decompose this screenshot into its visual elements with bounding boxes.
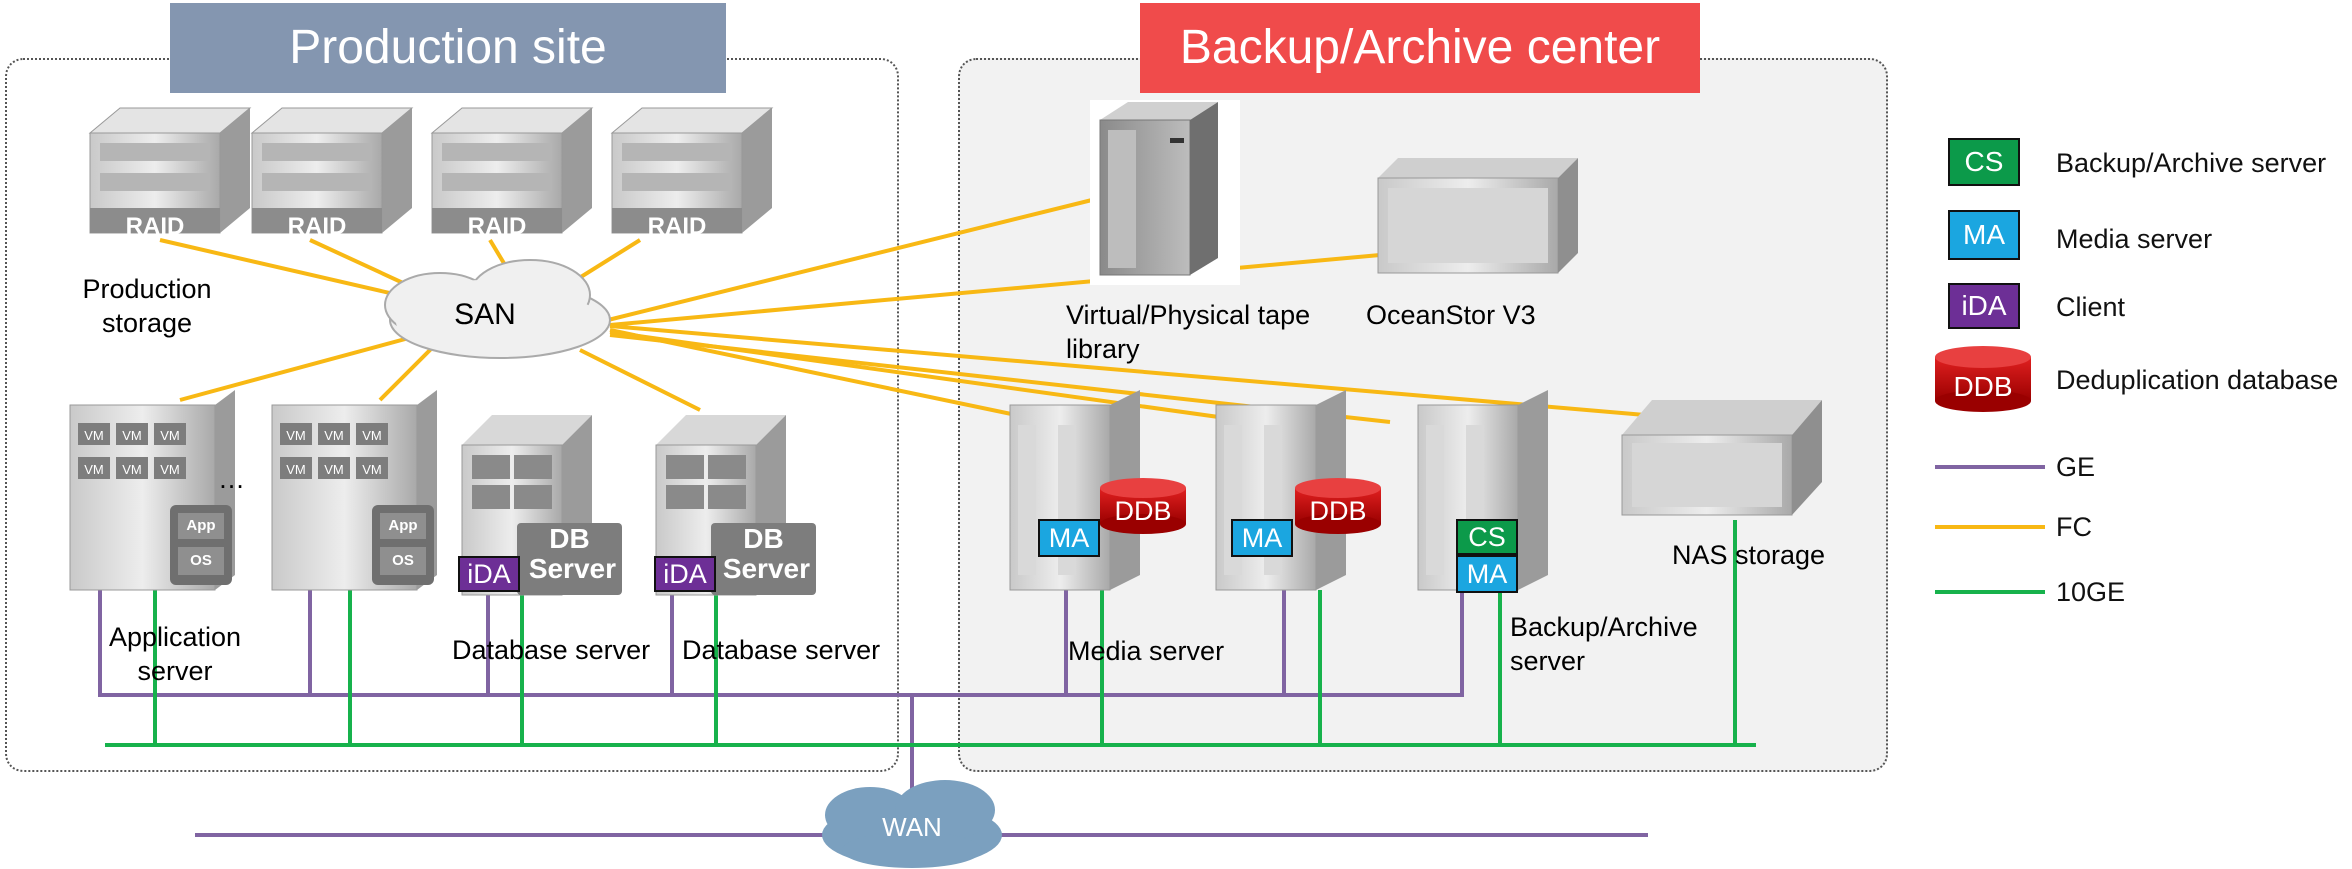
database-server-label: Database server	[682, 635, 881, 665]
more-servers-ellipsis: …	[218, 464, 245, 494]
vm-label: VM	[84, 462, 104, 477]
fc-line	[609, 324, 1646, 417]
san-label: SAN	[454, 298, 516, 331]
ddb-cylinder-2	[1295, 478, 1381, 534]
raid-label: RAID	[647, 213, 707, 240]
fc-line	[609, 253, 1381, 327]
fc-line	[179, 333, 421, 402]
ida-tag: iDA	[458, 556, 520, 592]
os-label: OS	[190, 552, 212, 569]
tape-library	[1090, 100, 1240, 285]
backup-server-line2: server	[1510, 646, 1586, 676]
tenge-links	[105, 520, 1756, 747]
tape-library-line1: Virtual/Physical tape	[1066, 300, 1311, 330]
application-server-1	[69, 390, 235, 591]
ma-tag: MA	[1456, 555, 1518, 593]
db-label-line1: DB	[549, 523, 590, 554]
ma-tag: MA	[1231, 519, 1293, 557]
legend-fc-label: FC	[2056, 512, 2092, 542]
legend-ma-tag: MA	[1948, 210, 2020, 260]
production-storage-line2: storage	[101, 308, 193, 338]
raid-storage-group	[88, 107, 774, 234]
application-server-2	[271, 390, 437, 591]
cs-tag: CS	[1456, 519, 1518, 555]
ddb-cylinder-1	[1100, 478, 1186, 534]
san-cloud-shape	[384, 259, 611, 359]
legend-ddb-cylinder	[1935, 346, 2031, 412]
fc-line	[599, 196, 1101, 324]
raid-unit	[610, 107, 774, 234]
ddb-label: DDB	[1114, 496, 1172, 526]
db-label-line2: Server	[528, 553, 616, 584]
tape-library-line2: library	[1066, 334, 1140, 364]
application-server-line2: server	[137, 656, 213, 686]
fc-line	[579, 348, 701, 412]
vm-label: VM	[362, 428, 382, 443]
application-server-label: Application server	[90, 620, 260, 688]
legend-cs-label: Backup/Archive server	[2056, 148, 2327, 178]
app-label: App	[388, 517, 418, 534]
raid-unit	[250, 107, 414, 234]
production-storage-label: Production storage	[62, 272, 232, 340]
legend-ddb-label: Deduplication database	[2056, 365, 2339, 395]
media-server-label: Media server	[1068, 636, 1225, 666]
legend-cs-tag: CS	[1948, 138, 2020, 186]
backup-center-banner: Backup/Archive center	[1140, 3, 1700, 93]
vm-label: VM	[84, 428, 104, 443]
legend-ida-tag: iDA	[1948, 283, 2020, 329]
production-storage-line1: Production	[82, 274, 212, 304]
legend-ddb-tag: DDB	[1953, 371, 2013, 402]
os-label: OS	[392, 552, 414, 569]
vm-label: VM	[160, 428, 180, 443]
nas-storage-device	[1621, 400, 1822, 516]
oceanstor-device	[1377, 158, 1578, 274]
backup-server-line1: Backup/Archive	[1510, 612, 1698, 642]
legend-ge-label: GE	[2056, 452, 2096, 482]
ddb-label: DDB	[1309, 496, 1367, 526]
raid-label: RAID	[287, 213, 347, 240]
vm-label: VM	[160, 462, 180, 477]
nas-storage-label: NAS storage	[1672, 540, 1826, 570]
vm-label: VM	[324, 428, 344, 443]
raid-label: RAID	[125, 213, 185, 240]
wan-cloud-shape	[822, 780, 1002, 868]
vm-label: VM	[122, 462, 142, 477]
raid-unit	[88, 107, 252, 234]
oceanstor-label: OceanStor V3	[1366, 300, 1536, 330]
app-label: App	[186, 517, 216, 534]
legend-10ge-label: 10GE	[2056, 577, 2126, 607]
ida-tag: iDA	[654, 556, 716, 592]
database-server-label: Database server	[452, 635, 651, 665]
tape-library-label: Virtual/Physical tape library	[1066, 298, 1310, 366]
application-server-line1: Application	[108, 622, 242, 652]
legend-ida-label: Client	[2056, 292, 2126, 322]
raid-label: RAID	[467, 213, 527, 240]
db-server-badge: DB Server	[711, 524, 816, 584]
production-site-banner: Production site	[170, 3, 726, 93]
wan-label: WAN	[882, 812, 942, 842]
vm-label: VM	[286, 462, 306, 477]
db-server-2	[655, 415, 816, 596]
vm-label: VM	[362, 462, 382, 477]
legend-ma-label: Media server	[2056, 224, 2213, 254]
fc-line	[159, 238, 421, 302]
raid-unit	[430, 107, 594, 234]
vm-label: VM	[122, 428, 142, 443]
vm-label: VM	[286, 428, 306, 443]
vm-label: VM	[324, 462, 344, 477]
ge-bus	[98, 590, 1464, 697]
db-label-line2: Server	[722, 553, 810, 584]
backup-server-label: Backup/Archive server	[1510, 610, 1698, 678]
db-server-badge: DB Server	[517, 524, 622, 584]
ma-tag: MA	[1038, 519, 1100, 557]
db-label-line1: DB	[743, 523, 784, 554]
